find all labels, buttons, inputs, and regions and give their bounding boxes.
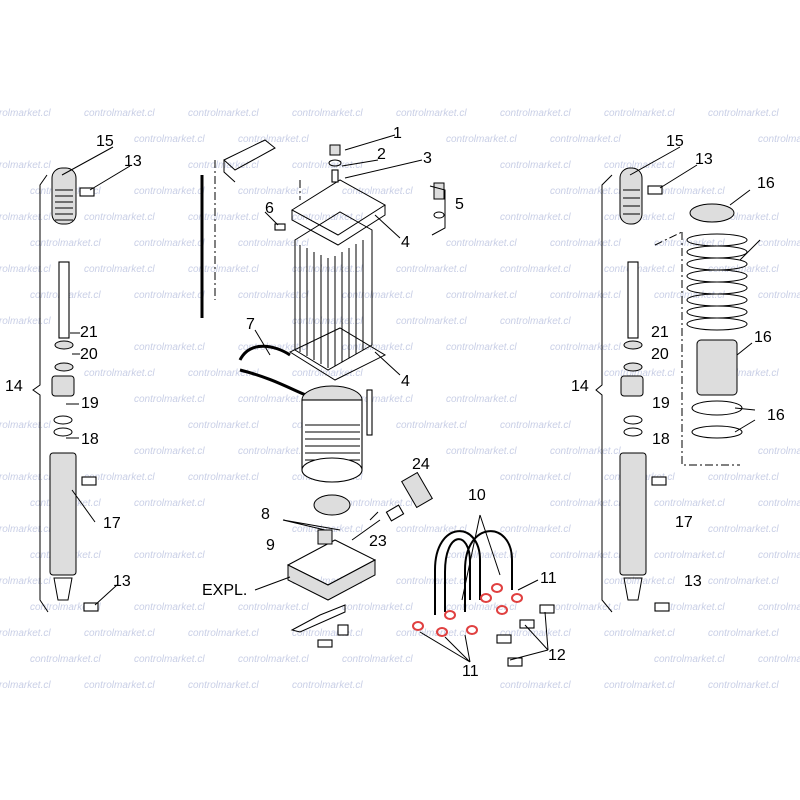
label-9: 9 bbox=[266, 537, 275, 554]
heater-fins bbox=[299, 240, 364, 368]
label-5: 5 bbox=[455, 196, 464, 213]
label-left-21: 21 bbox=[80, 324, 98, 341]
label-23: 23 bbox=[369, 533, 387, 550]
label-4b: 4 bbox=[401, 373, 410, 390]
rod bbox=[58, 261, 70, 339]
label-right-16b: 16 bbox=[754, 329, 772, 346]
spring bbox=[686, 233, 748, 331]
screw-13-top bbox=[79, 187, 95, 197]
left-strut-assembly bbox=[32, 146, 131, 613]
label-right-13: 13 bbox=[695, 151, 713, 168]
label-3: 3 bbox=[423, 150, 432, 167]
center-assembly bbox=[200, 134, 555, 667]
label-left-14: 14 bbox=[5, 378, 23, 395]
label-8: 8 bbox=[261, 506, 270, 523]
label-12: 12 bbox=[548, 647, 566, 664]
label-left-18: 18 bbox=[81, 431, 99, 448]
label-left-19: 19 bbox=[81, 395, 99, 412]
label-right-17: 17 bbox=[675, 514, 693, 531]
label-left-20: 20 bbox=[80, 346, 98, 363]
label-2: 2 bbox=[377, 146, 386, 163]
label-expl: EXPL. bbox=[202, 582, 248, 599]
label-11a: 11 bbox=[540, 570, 557, 587]
label-10: 10 bbox=[468, 487, 486, 504]
label-left-13b: 13 bbox=[113, 573, 131, 590]
right-strut-assembly bbox=[595, 146, 761, 613]
label-4: 4 bbox=[401, 234, 410, 251]
label-right-15: 15 bbox=[666, 133, 684, 150]
label-left-13: 13 bbox=[124, 153, 142, 170]
label-7: 7 bbox=[246, 316, 255, 333]
label-right-14: 14 bbox=[571, 378, 589, 395]
label-right-16a: 16 bbox=[757, 175, 775, 192]
label-left-15: 15 bbox=[96, 133, 114, 150]
label-right-13b: 13 bbox=[684, 573, 702, 590]
label-right-19: 19 bbox=[652, 395, 670, 412]
cylinder-body bbox=[49, 452, 77, 576]
label-11b: 11 bbox=[462, 663, 479, 680]
label-right-18: 18 bbox=[652, 431, 670, 448]
label-left-17: 17 bbox=[103, 515, 121, 532]
label-24: 24 bbox=[412, 456, 430, 473]
label-right-16c: 16 bbox=[767, 407, 785, 424]
label-6: 6 bbox=[265, 200, 274, 217]
label-right-20: 20 bbox=[651, 346, 669, 363]
spring-seat bbox=[689, 203, 735, 223]
label-right-21: 21 bbox=[651, 324, 669, 341]
label-1: 1 bbox=[393, 125, 402, 142]
